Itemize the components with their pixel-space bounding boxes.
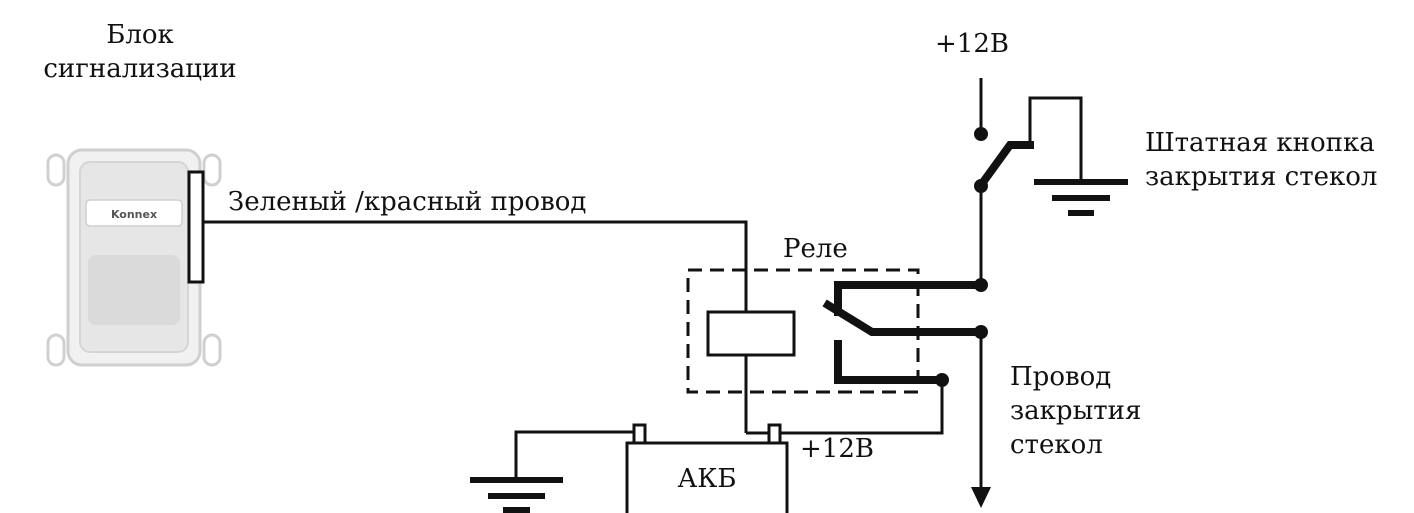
- battery-pos-terminal: [767, 423, 782, 445]
- stock-switch-ground-wire: [1028, 96, 1083, 180]
- battery-neg-terminal: [632, 423, 647, 445]
- relay-contact-arm: [822, 299, 984, 336]
- switch-ground-icon: [1034, 179, 1128, 216]
- relay-label: Реле: [783, 234, 848, 264]
- plus12-battery-label: +12В: [800, 434, 874, 464]
- window-wire-label: Провод закрытия стекол: [1010, 360, 1141, 462]
- battery-ground-wire: [514, 430, 634, 478]
- stock-button-label-line2: закрытия стекол: [1145, 162, 1378, 192]
- stock-switch-arm: [975, 141, 1034, 191]
- window-wire-label-line3: стекол: [1010, 430, 1103, 460]
- window-wire-arrow-icon: [971, 487, 991, 508]
- relay-contact-nc: [834, 281, 984, 316]
- window-wire-label-line1: Провод: [1010, 362, 1112, 392]
- stock-button-label: Штатная кнопка закрытия стекол: [1145, 126, 1377, 194]
- green-red-wire: [203, 220, 748, 312]
- alarm-unit-label-line2: сигнализации: [43, 54, 237, 84]
- switch-node-top: [974, 127, 988, 141]
- alarm-unit-label: Блок сигнализации: [10, 18, 270, 86]
- alarm-connector: [187, 170, 205, 284]
- plus12-top-label: +12В: [935, 29, 1009, 59]
- relay-node-nc: [974, 278, 988, 292]
- battery-ground-icon: [470, 477, 563, 513]
- stock-button-label-line1: Штатная кнопка: [1145, 128, 1375, 158]
- battery-label: АКБ: [677, 464, 737, 494]
- device-logo: Konnex: [111, 208, 157, 221]
- wire-label: Зеленый /красный провод: [228, 187, 587, 217]
- battery: [625, 423, 789, 513]
- alarm-unit-device: Konnex: [46, 148, 222, 367]
- window-wire-label-line2: закрытия: [1010, 396, 1142, 426]
- relay-no-to-battery-wire: [746, 380, 944, 435]
- relay-contact-no: [834, 340, 946, 384]
- alarm-unit-label-line1: Блок: [106, 20, 174, 50]
- relay-coil: [706, 310, 796, 357]
